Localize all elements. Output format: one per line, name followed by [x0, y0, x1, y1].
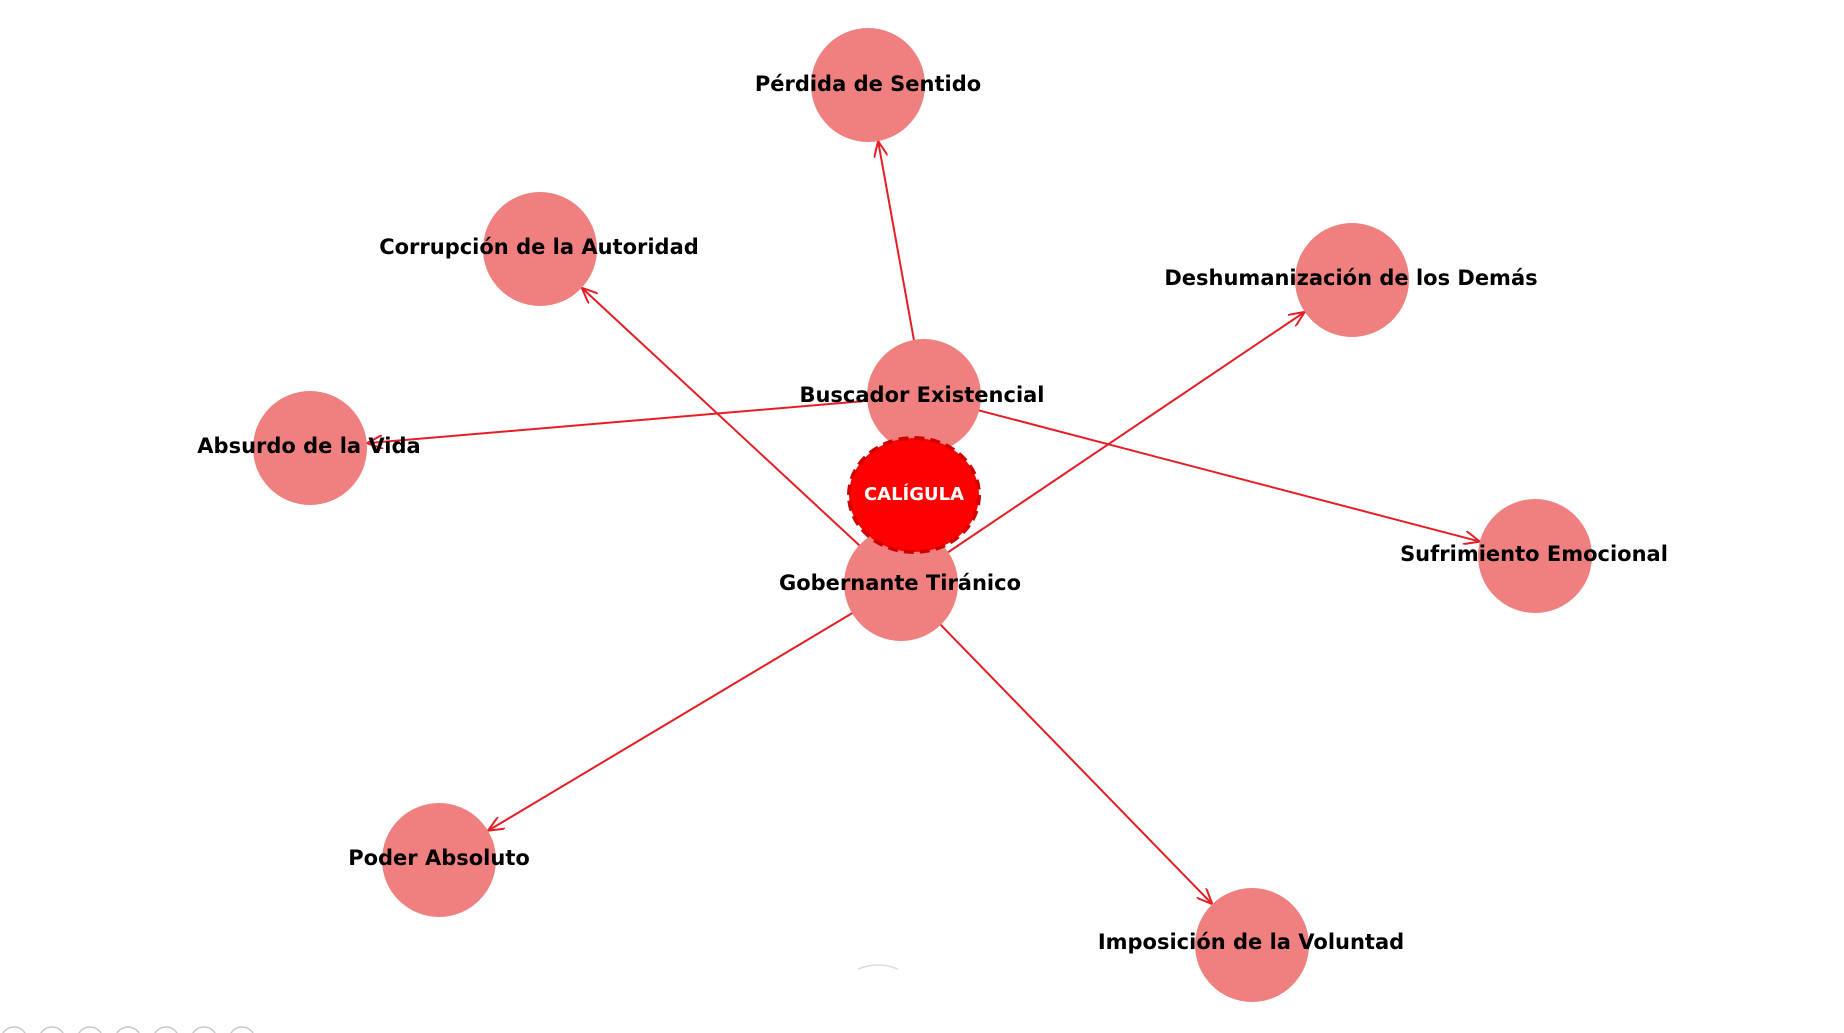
node-sufrimiento[interactable] [1478, 499, 1592, 613]
node-absurdo[interactable] [253, 391, 367, 505]
edge-buscador-to-absurdo [367, 395, 925, 443]
edge-gobernante-to-corrupcion [582, 288, 902, 585]
node-label-imposicion: Imposición de la Voluntad [1098, 930, 1404, 954]
node-label-buscador: Buscador Existencial [799, 383, 1044, 407]
node-gobernante[interactable] [844, 527, 958, 641]
node-label-sufrimiento: Sufrimiento Emocional [1400, 542, 1668, 566]
node-label-deshumanizacion: Deshumanización de los Demás [1164, 266, 1537, 290]
node-label-poder: Poder Absoluto [348, 846, 530, 870]
edges-layer [367, 141, 1480, 904]
node-label-gobernante: Gobernante Tiránico [779, 571, 1021, 595]
node-poder[interactable] [382, 803, 496, 917]
settings-icon[interactable] [191, 1026, 217, 1033]
edge-buscador-to-sufrimiento [923, 395, 1480, 542]
pan-icon[interactable] [115, 1026, 141, 1033]
edge-gobernante-to-imposicion [900, 583, 1212, 904]
node-imposicion[interactable] [1195, 888, 1309, 1002]
back-icon[interactable] [39, 1026, 65, 1033]
edge-gobernante-to-poder [488, 583, 902, 831]
node-label-absurdo: Absurdo de la Vida [197, 434, 420, 458]
nodes-layer [253, 28, 1592, 1002]
node-corrupcion[interactable] [483, 192, 597, 306]
edge-gobernante-to-deshumanizacion [900, 312, 1305, 585]
forward-icon[interactable] [77, 1026, 103, 1033]
home-icon[interactable] [1, 1026, 27, 1033]
node-perdida[interactable] [811, 28, 925, 142]
save-icon[interactable] [229, 1026, 255, 1033]
node-buscador[interactable] [867, 339, 981, 453]
node-deshumanizacion[interactable] [1295, 223, 1409, 337]
node-label-perdida: Pérdida de Sentido [755, 72, 981, 96]
toolbar [1, 1026, 255, 1033]
center-node-label: CALÍGULA [864, 483, 964, 505]
center-node-caligula[interactable] [847, 436, 981, 554]
zoom-icon[interactable] [153, 1026, 179, 1033]
partial-node-outline [857, 964, 899, 970]
node-label-corrupcion: Corrupción de la Autoridad [379, 235, 699, 259]
